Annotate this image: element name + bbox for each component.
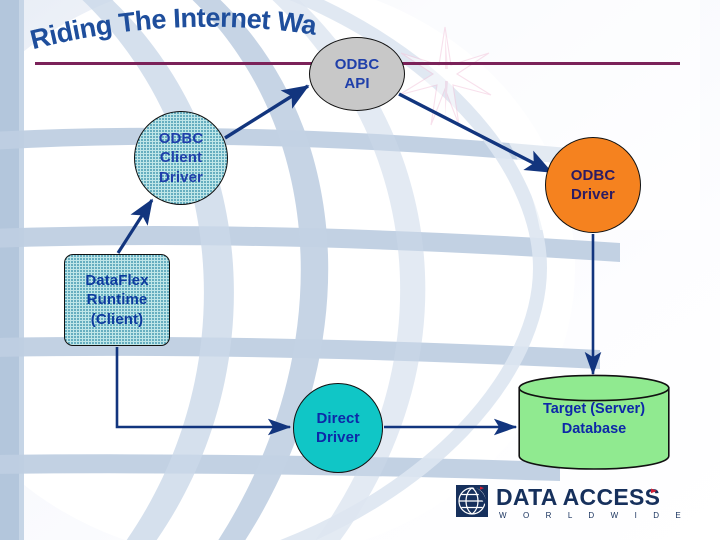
logo-tagline: W O R L D W I D E [499, 511, 688, 520]
logo-accent-mark [651, 488, 657, 494]
node-target-database-label: Target (Server) Database [542, 401, 646, 437]
node-dataflex-runtime[interactable]: DataFlex Runtime (Client) [64, 254, 170, 346]
node-odbc-api[interactable]: ODBC API [309, 37, 405, 111]
node-target-database[interactable]: Target (Server) Database [518, 374, 670, 470]
node-odbc-api-label: ODBC API [334, 55, 380, 92]
node-dataflex-runtime-label: DataFlex Runtime (Client) [85, 272, 149, 328]
node-odbc-driver[interactable]: ODBC Driver [545, 137, 641, 233]
globe-logo-icon [456, 485, 488, 517]
database-cylinder-shape [518, 374, 670, 470]
node-direct-driver-label: Direct Driver [316, 409, 360, 446]
logo-wordmark: DATA ACCESS [496, 484, 660, 510]
node-direct-driver[interactable]: Direct Driver [293, 383, 383, 473]
slide-title-text: Riding The Internet Wave [26, 6, 320, 55]
node-odbc-driver-label: ODBC Driver [570, 166, 616, 203]
node-odbc-client-driver-label: ODBC Client Driver [158, 130, 204, 186]
node-odbc-client-driver[interactable]: ODBC Client Driver [134, 111, 228, 205]
data-access-worldwide-logo: DATA ACCESS W O R L D W I D E [455, 481, 700, 523]
slide-title: Riding The Internet Wave Riding The Inte… [26, 6, 326, 60]
svg-text:Riding The Internet Wave: Riding The Internet Wave [26, 6, 320, 55]
